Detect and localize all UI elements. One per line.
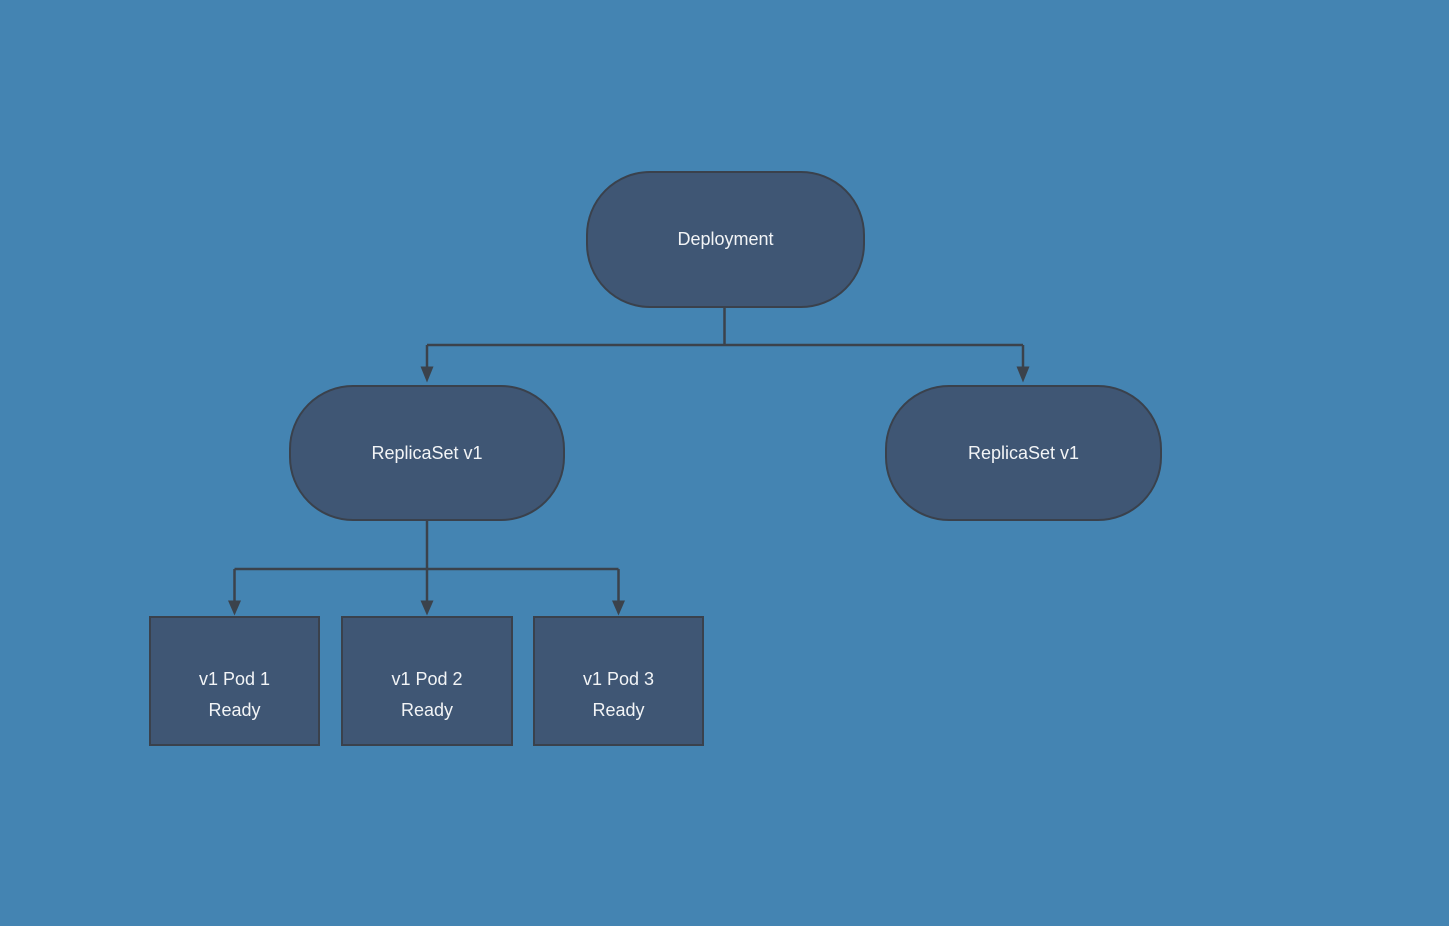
arrowhead-icon (228, 600, 241, 616)
edges-deployment-to-replicasets (425, 308, 1025, 367)
node-pod-1-label: v1 Pod 1 (198, 668, 271, 689)
node-pod-1-status: Ready (208, 699, 261, 720)
node-replicaset-left-label: ReplicaSet v1 (371, 442, 483, 463)
arrowhead-icon (1016, 366, 1030, 383)
node-deployment-label: Deployment (677, 229, 774, 249)
node-pod-3-status: Ready (592, 699, 645, 720)
edges-replicaset-to-pods (233, 521, 620, 601)
node-pod-2: v1 Pod 2 Ready (341, 616, 513, 746)
arrowhead-icon (612, 600, 625, 616)
node-replicaset-right-label: ReplicaSet v1 (967, 442, 1080, 463)
node-replicaset-right: ReplicaSet v1 (885, 385, 1162, 521)
node-pod-2-status: Ready (400, 699, 454, 720)
node-pod-3-label: v1 Pod 3 (582, 668, 655, 689)
node-pod-3: v1 Pod 3 Ready (533, 616, 704, 746)
arrowheads-top-tier (420, 366, 1030, 383)
arrowhead-icon (420, 600, 434, 616)
arrowheads-bottom-tier (228, 600, 625, 616)
arrowhead-icon (420, 366, 434, 383)
node-replicaset-left: ReplicaSet v1 (289, 385, 565, 521)
node-pod-1: v1 Pod 1 Ready (149, 616, 320, 746)
node-deployment: Deployment (586, 171, 865, 308)
node-pod-2-label: v1 Pod 2 (391, 668, 463, 689)
